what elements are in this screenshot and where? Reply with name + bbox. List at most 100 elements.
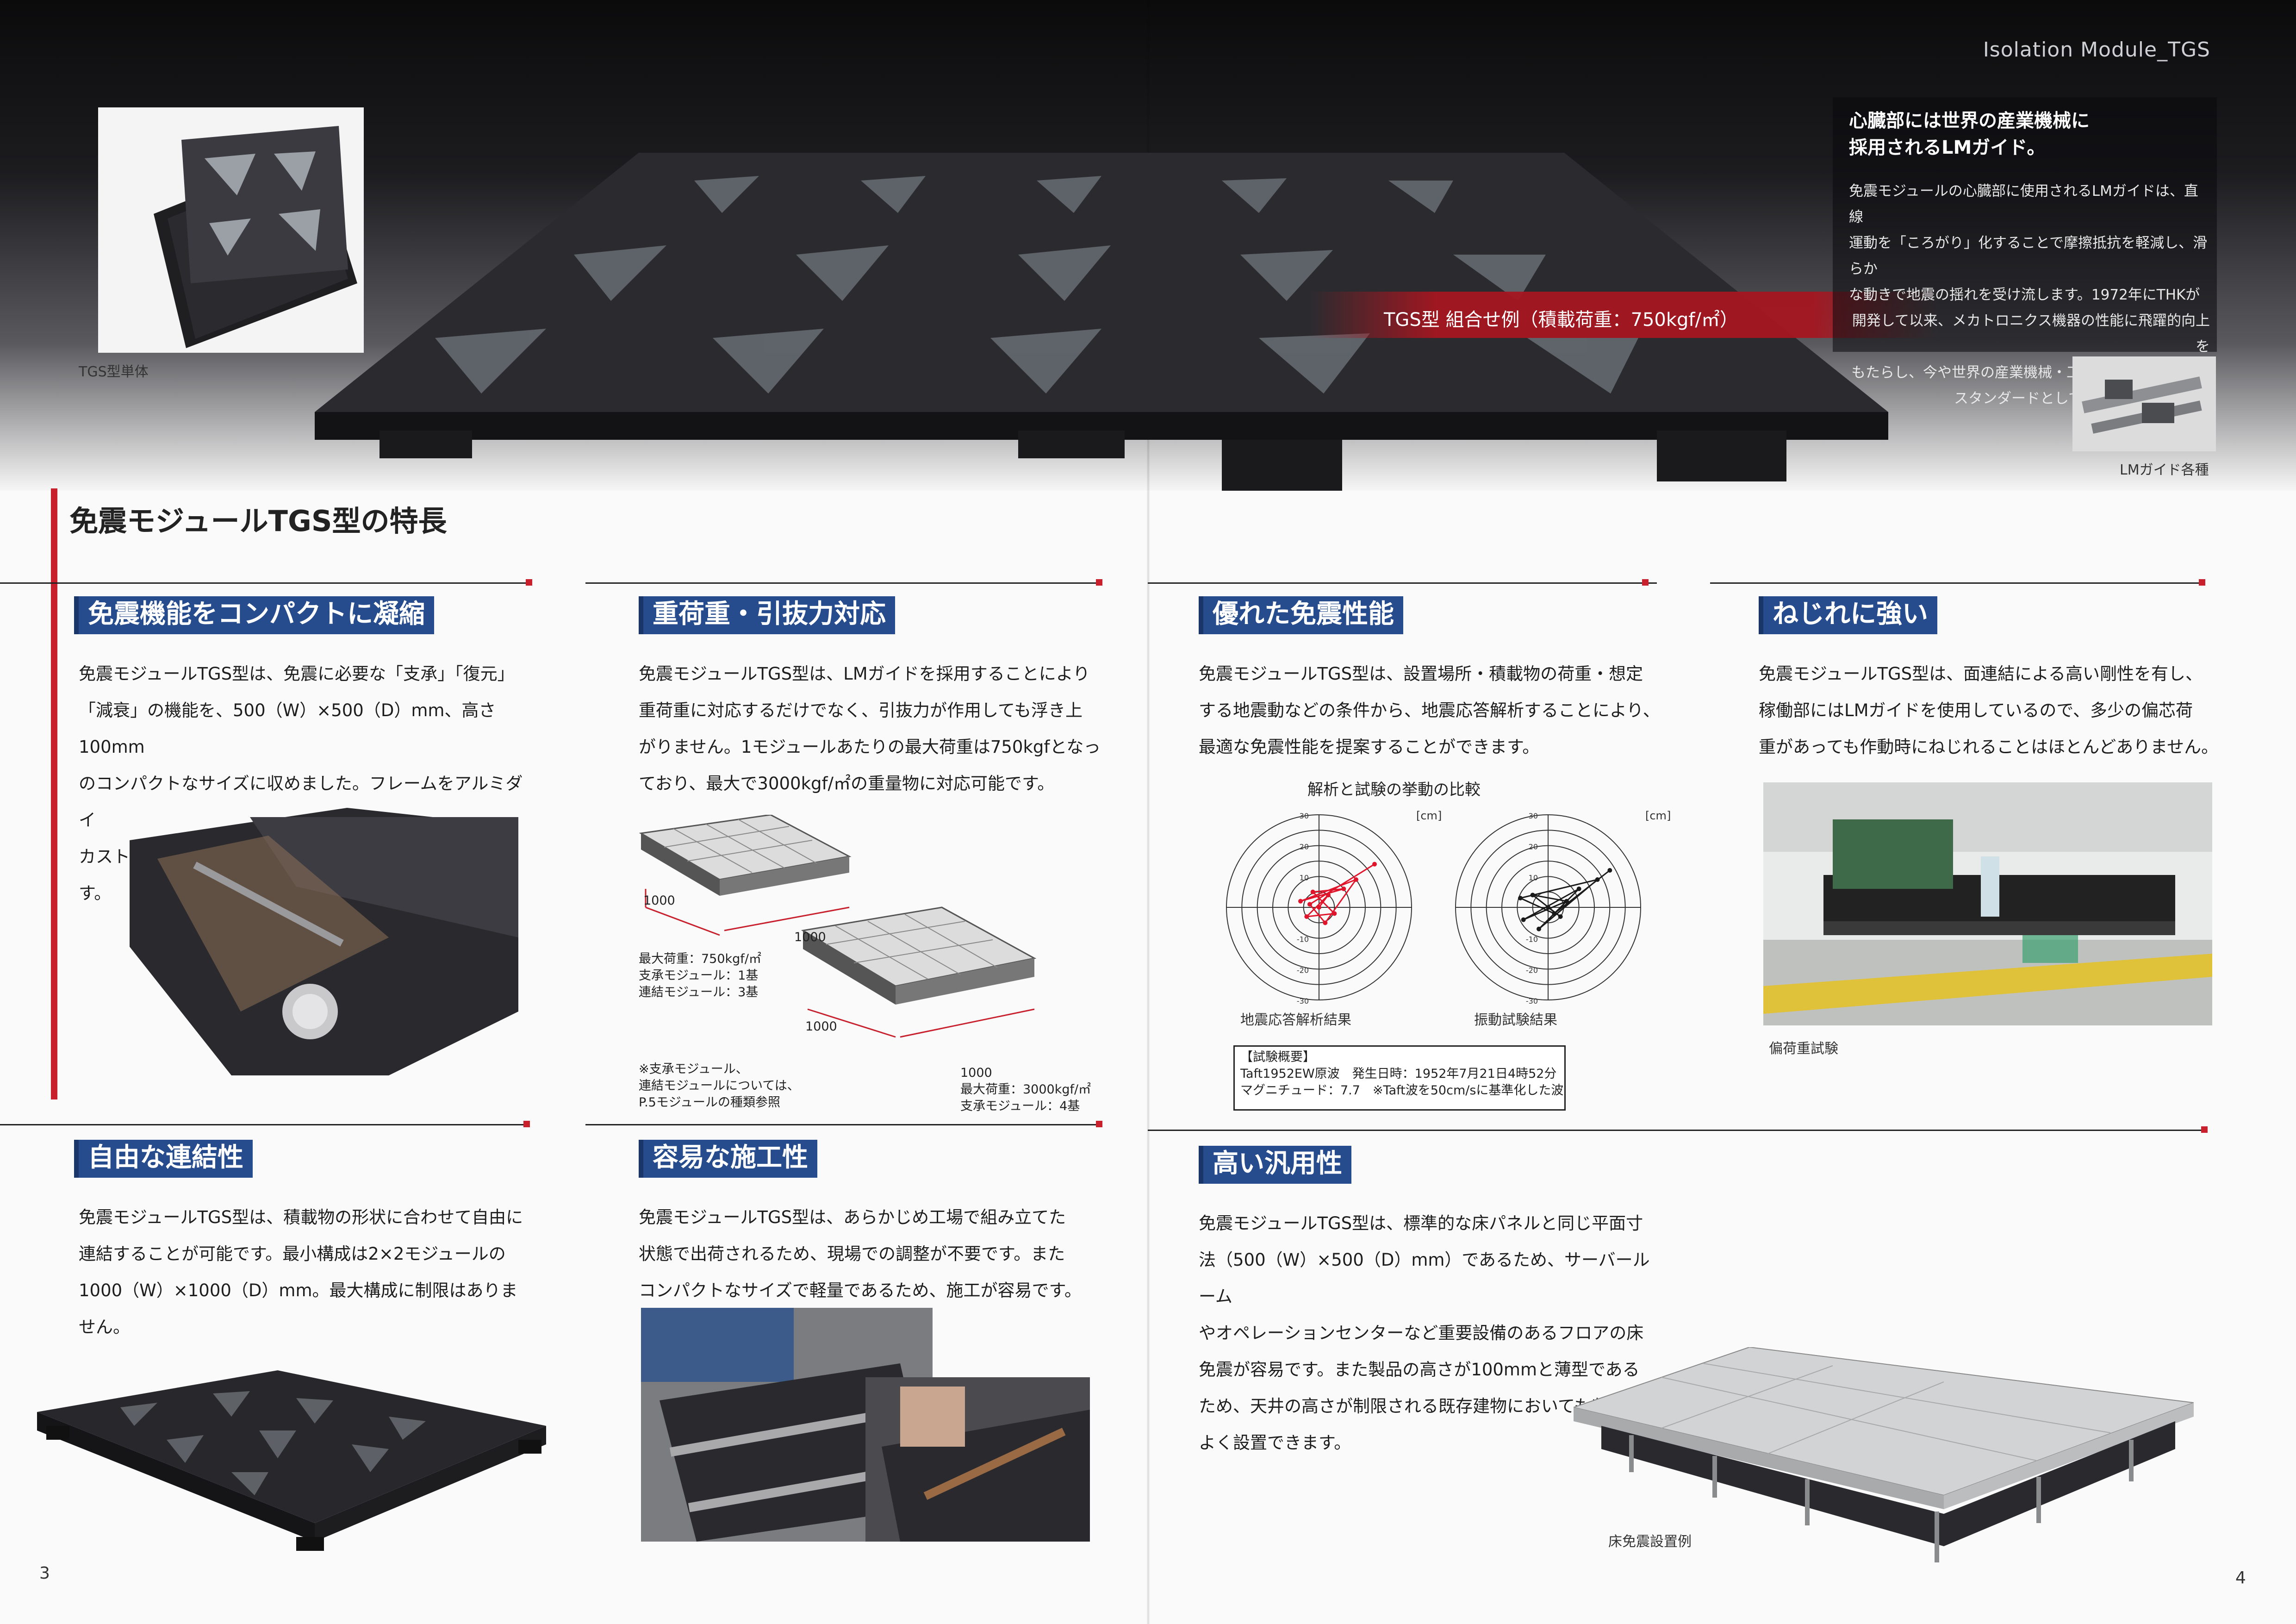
divider	[1710, 582, 2205, 584]
lm-guide-text: 免震モジュールの心臓部に使用されるLMガイドは、直線 運動を「ころがり」化するこ…	[1849, 178, 2210, 412]
text-line: する地震動などの条件から、地震応答解析することにより、	[1199, 700, 1660, 720]
divider	[1148, 582, 1657, 584]
chart-point	[1530, 893, 1535, 898]
text-line: よく設置できます。	[1199, 1433, 1351, 1453]
lm-guide-title: 心臓部には世界の産業機械に 採用されるLMガイド。	[1849, 107, 2210, 161]
test-head: 【試験概要】	[1240, 1050, 1315, 1064]
chart-point	[1521, 917, 1526, 922]
feature-connectivity-title: 自由な連結性	[74, 1140, 253, 1178]
chart-point	[1546, 905, 1550, 910]
lm-guide-photo	[2072, 356, 2216, 451]
lm-guide-panel	[1833, 97, 2217, 352]
note-line: 連結モジュールについては、	[639, 1079, 800, 1093]
chart-tick-label: 20	[1300, 843, 1309, 851]
lm-text-line: な動きで地震の揺れを受け流します。1972年にTHKが	[1849, 287, 2200, 303]
chart-unit-label: [cm]	[1416, 809, 1442, 822]
floor-isolation-example-photo	[1572, 1346, 2194, 1579]
feature-installation-text: 免震モジュールTGS型は、あらかじめ工場で組み立てた 状態で出荷されるため、現場…	[639, 1199, 1111, 1309]
dim-label: 1000	[794, 930, 826, 944]
spec-3000: 1000 最大荷重：3000kgf/㎡ 支承モジュール：4基	[960, 1065, 1091, 1115]
note-line: P.5モジュールの種類参照	[639, 1095, 780, 1110]
feature-torsion-text: 免震モジュールTGS型は、面連結による高い剛性を有し、 稼働部にはLMガイドを使…	[1759, 656, 2221, 765]
text-line: 免震モジュールTGS型は、免震に必要な「支承」「復元」	[79, 664, 515, 684]
spec-line: 支承モジュール：4基	[960, 1099, 1080, 1113]
feature-installation-title: 容易な施工性	[639, 1140, 817, 1178]
module-closeup-photo	[130, 808, 518, 1075]
dim-label: 1000	[960, 1066, 992, 1080]
chart-title: 解析と試験の挙動の比較	[1307, 781, 1481, 799]
feature-connectivity-text: 免震モジュールTGS型は、積載物の形状に合わせて自由に 連結することが可能です。…	[79, 1199, 532, 1345]
chart-point	[1304, 914, 1309, 919]
test-line: Taft1952EW原波 発生日時：1952年7月21日4時52分	[1240, 1067, 1557, 1081]
module-note: ※支承モジュール、 連結モジュールについては、 P.5モジュールの種類参照	[639, 1061, 800, 1111]
text-line: 1000（W）×1000（D）mm。最大構成に制限はありません。	[79, 1280, 518, 1337]
feature-heavy-load-text: 免震モジュールTGS型は、LMガイドを採用することにより 重荷重に対応するだけで…	[639, 656, 1111, 802]
note-line: ※支承モジュール、	[639, 1062, 748, 1076]
chart-point	[1317, 905, 1321, 910]
spec-line: 支承モジュール：1基	[639, 968, 759, 983]
combo-caption: TGS型 組合せ例（積載荷重：750kgf/㎡）	[1384, 309, 1738, 331]
section-accent-bar	[51, 488, 57, 1099]
text-line: 免震モジュールTGS型は、LMガイドを採用することにより	[639, 664, 1090, 684]
text-line: 稼働部にはLMガイドを使用しているので、多少の偏芯荷	[1759, 700, 2193, 720]
spec-line: 最大荷重：3000kgf/㎡	[960, 1082, 1091, 1097]
feature-torsion-title: ねじれに強い	[1759, 596, 1937, 634]
text-line: 重荷重に対応するだけでなく、引抜力が作用しても浮き上	[639, 700, 1083, 720]
brand-label: Isolation Module_TGS	[1983, 38, 2210, 62]
chart-tick-label: -10	[1297, 935, 1309, 944]
divider-marker	[2201, 1126, 2208, 1133]
chart-point	[1518, 896, 1523, 900]
feature-performance-title: 優れた免震性能	[1199, 596, 1403, 634]
floor-photo-caption: 床免震設置例	[1608, 1534, 1692, 1550]
feature-versatility-title: 高い汎用性	[1199, 1146, 1351, 1184]
combination-floor-photo	[315, 153, 1935, 495]
chart-tick-label: 30	[1529, 812, 1538, 820]
divider-marker	[523, 1121, 530, 1127]
unit-caption: TGS型単体	[79, 364, 149, 380]
chart-point	[1341, 887, 1346, 891]
lm-text-line: 免震モジュールの心臓部に使用されるLMガイドは、直線	[1849, 183, 2198, 225]
chart-point	[1354, 877, 1358, 882]
divider	[0, 1124, 530, 1125]
test-summary-text: 【試験概要】 Taft1952EW原波 発生日時：1952年7月21日4時52分…	[1240, 1049, 1563, 1099]
chart-point	[1552, 911, 1557, 916]
text-line: ため、天井の高さが制限される既存建物においても収まり	[1199, 1396, 1643, 1416]
torsion-photo-caption: 偏荷重試験	[1769, 1041, 1838, 1057]
divider-marker	[1096, 579, 1102, 586]
text-line: 免震モジュールTGS型は、面連結による高い剛性を有し、	[1759, 664, 2203, 684]
lm-text-line: 開発して以来、メカトロニクス機器の性能に飛躍的向上を	[1852, 312, 2210, 355]
chart-tick-label: -10	[1526, 935, 1538, 944]
chart-point	[1564, 899, 1569, 904]
chart-tick-label: 30	[1300, 812, 1309, 820]
chart-point	[1307, 902, 1312, 907]
text-line: ており、最大で3000kgf/㎡の重量物に対応可能です。	[639, 774, 1055, 793]
chart-tick-label: -20	[1297, 966, 1309, 974]
divider-marker	[1642, 579, 1649, 586]
lm-title-line: 心臓部には世界の産業機械に	[1849, 110, 2090, 131]
divider	[1148, 1130, 2208, 1131]
chart-point	[1537, 926, 1541, 931]
text-line: 「減衰」の機能を、500（W）×500（D）mm、高さ100mm	[79, 700, 496, 757]
chart-point	[1607, 868, 1612, 873]
text-line: 重があっても作動時にねじれることはほとんどありません。	[1759, 737, 2219, 757]
chart-unit-label: [cm]	[1645, 809, 1671, 822]
chart-right-label: 振動試験結果	[1474, 1012, 1557, 1028]
text-line: 最適な免震性能を提案することができます。	[1199, 737, 1540, 757]
text-line: コンパクトなサイズで軽量であるため、施工が容易です。	[639, 1280, 1082, 1300]
spec-line: 最大荷重：750kgf/㎡	[639, 952, 761, 966]
text-line: 状態で出荷されるため、現場での調整が不要です。また	[639, 1244, 1065, 1264]
divider	[585, 1124, 1102, 1125]
text-line: 法（500（W）×500（D）mm）であるため、サーバールーム	[1199, 1250, 1650, 1306]
feature-performance-text: 免震モジュールTGS型は、設置場所・積載物の荷重・想定 する地震動などの条件から…	[1199, 656, 1661, 765]
chart-point	[1558, 914, 1563, 919]
text-line: 免震モジュールTGS型は、設置場所・積載物の荷重・想定	[1199, 664, 1643, 684]
tgs-unit-photo	[98, 107, 364, 353]
feature-versatility-text: 免震モジュールTGS型は、標準的な床パネルと同じ平面寸 法（500（W）×500…	[1199, 1205, 1661, 1461]
chart-point	[1576, 887, 1581, 891]
text-line: のコンパクトなサイズに収めました。フレームをアルミダイ	[79, 774, 523, 830]
feature-compact-title: 免震機能をコンパクトに凝縮	[74, 596, 434, 634]
feature-heavy-load-title: 重荷重・引抜力対応	[639, 596, 895, 634]
text-line: 連結することが可能です。最小構成は2×2モジュールの	[79, 1244, 506, 1264]
chart-tick-label: -20	[1526, 966, 1538, 974]
